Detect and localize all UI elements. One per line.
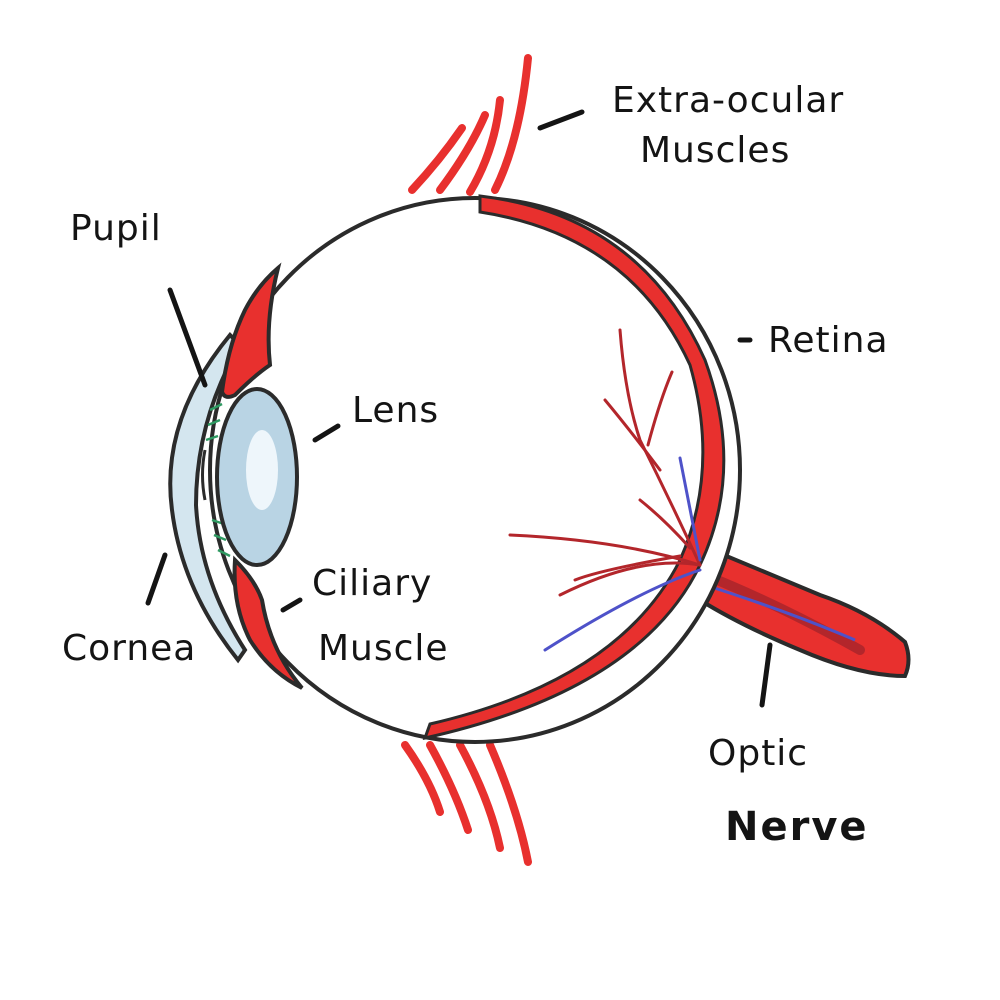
label-ciliary-line1: Ciliary (312, 563, 432, 604)
pupil (201, 449, 207, 501)
label-optic-line1: Optic (708, 733, 808, 774)
optic-nerve-vein (704, 583, 856, 642)
optic-nerve-core (700, 570, 865, 655)
label-lens: Lens (352, 390, 439, 431)
iris-lower (232, 555, 304, 690)
label-optic-line2: Nerve (725, 804, 869, 850)
eyeball (208, 196, 742, 744)
label-extraocular-line2: Muscles (640, 130, 790, 171)
zonule-fibers (205, 402, 231, 558)
label-cornea: Cornea (62, 628, 196, 669)
retina (422, 194, 726, 741)
optic-nerve (698, 542, 911, 679)
retinal-veins (543, 456, 702, 652)
label-ciliary-line2: Muscle (318, 628, 449, 669)
leader-lines (145, 109, 773, 708)
lens-highlight (246, 430, 278, 510)
label-pupil: Pupil (70, 208, 162, 249)
extraocular-muscles-top (408, 54, 532, 196)
retinal-arteries (508, 328, 702, 597)
label-extraocular-line1: Extra-ocular (612, 80, 844, 121)
cornea (168, 332, 248, 664)
label-retina: Retina (768, 320, 889, 361)
extraocular-muscles-bottom (401, 741, 532, 866)
iris-upper (219, 262, 282, 399)
